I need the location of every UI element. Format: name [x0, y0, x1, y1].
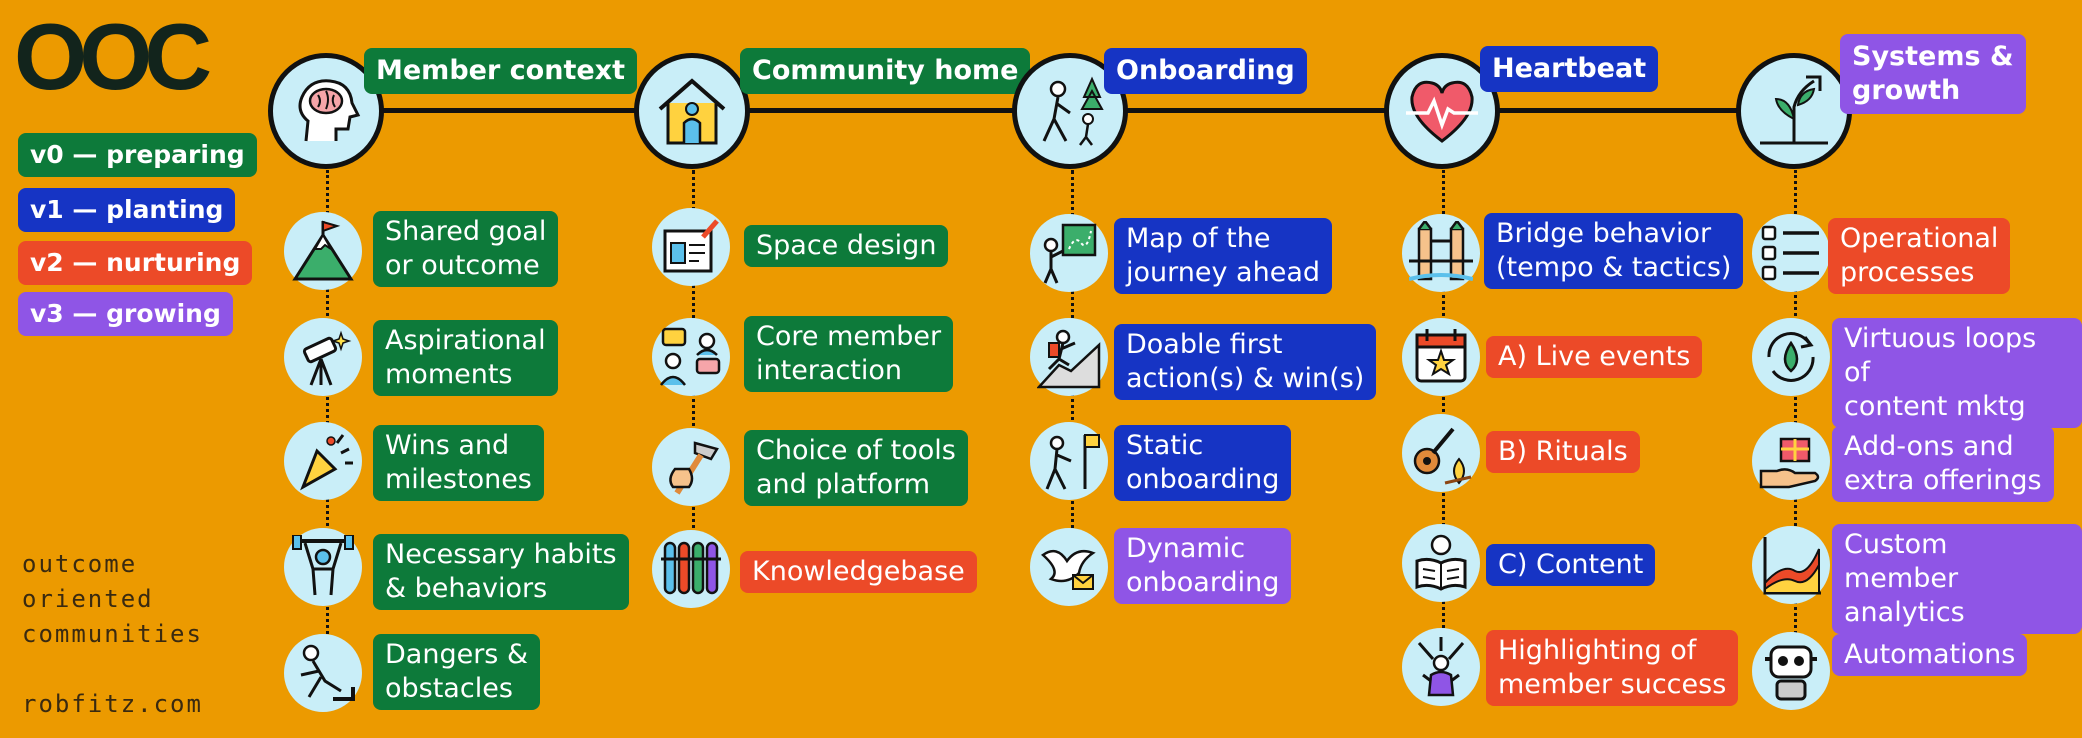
- test-tubes-icon: [661, 541, 721, 595]
- spotlight-person-icon: [1417, 637, 1465, 697]
- robot-icon: [1765, 645, 1817, 701]
- node-icon-2-0: [1030, 214, 1108, 292]
- area-chart-icon: [1763, 537, 1821, 595]
- node-icon-0-2: [284, 422, 362, 500]
- calendar-star-icon: [1415, 329, 1467, 383]
- dove-letter-icon: [1040, 549, 1096, 590]
- node-icon-4-2: [1752, 422, 1830, 500]
- node-label-1-2: Choice of tools and platform: [744, 430, 968, 506]
- node-label-0-3: Necessary habits & behaviors: [373, 534, 629, 610]
- node-label-0-2: Wins and milestones: [373, 425, 544, 501]
- node-label-2-2: Static onboarding: [1114, 425, 1292, 501]
- mountain-flag-icon: [292, 220, 354, 281]
- node-label-1-0: Space design: [744, 225, 949, 267]
- node-icon-4-0: [1752, 214, 1830, 292]
- legend-v3: v3 — growing: [18, 292, 233, 336]
- guitar-campfire-icon: [1413, 427, 1472, 485]
- chat-people-icon: [660, 327, 721, 386]
- hub-community-home: [634, 53, 750, 169]
- node-label-4-2: Add-ons and extra offerings: [1832, 426, 2054, 502]
- house-icon: [658, 78, 726, 145]
- legend-v2: v2 — nurturing: [18, 241, 253, 285]
- legend-v1: v1 — planting: [18, 188, 236, 232]
- node-icon-1-3: [652, 530, 730, 608]
- node-icon-3-4: [1402, 628, 1480, 706]
- node-icon-3-2: [1402, 414, 1480, 492]
- node-icon-4-1: [1752, 318, 1830, 396]
- checklist-icon: [1761, 225, 1819, 281]
- node-icon-2-3: [1030, 528, 1108, 606]
- node-label-2-0: Map of the journey ahead: [1114, 218, 1332, 294]
- ooc-logo: OOC: [14, 4, 212, 109]
- column-title-systems-growth: Systems & growth: [1840, 34, 2026, 114]
- node-label-4-0: Operational processes: [1828, 218, 2011, 294]
- node-icon-3-3: [1402, 524, 1480, 602]
- bridge-icon: [1409, 221, 1473, 281]
- tagline-line-2: oriented: [22, 585, 154, 613]
- node-label-2-3: Dynamic onboarding: [1114, 528, 1292, 604]
- node-label-4-3: Custom member analytics: [1832, 524, 2082, 634]
- column-title-community-home: Community home: [740, 48, 1031, 94]
- node-label-3-4: Highlighting of member success: [1486, 630, 1739, 706]
- legend-v0: v0 — preparing: [18, 133, 257, 177]
- hammer-hand-icon: [669, 441, 719, 495]
- map-person-icon: [1043, 223, 1097, 284]
- node-icon-3-0: [1402, 214, 1480, 292]
- column-title-member-context: Member context: [364, 48, 637, 94]
- column-title-heartbeat: Heartbeat: [1480, 46, 1659, 92]
- node-icon-1-2: [652, 428, 730, 506]
- site-url: robfitz.com: [22, 690, 203, 718]
- node-label-4-4: Automations: [1832, 634, 2028, 676]
- party-popper-icon: [300, 434, 353, 491]
- node-label-3-0: Bridge behavior (tempo & tactics): [1484, 213, 1744, 289]
- weightlifter-icon: [292, 535, 354, 596]
- node-label-0-0: Shared goal or outcome: [373, 211, 559, 287]
- brain-head-icon: [298, 79, 361, 142]
- node-icon-2-1: [1030, 318, 1108, 396]
- node-label-0-1: Aspirational moments: [373, 320, 558, 396]
- node-label-1-1: Core member interaction: [744, 316, 954, 392]
- node-icon-2-2: [1030, 422, 1108, 500]
- tagline-line-3: communities: [22, 620, 203, 648]
- node-label-1-3: Knowledgebase: [740, 551, 977, 593]
- node-label-3-3: C) Content: [1486, 544, 1656, 586]
- node-icon-4-4: [1752, 632, 1830, 710]
- node-icon-4-3: [1752, 526, 1830, 604]
- hikers-icon: [1042, 76, 1104, 146]
- node-label-0-4: Dangers & obstacles: [373, 634, 541, 710]
- reader-icon: [1415, 534, 1467, 591]
- leaf-cycle-icon: [1767, 332, 1815, 382]
- heart-pulse-icon: [1406, 80, 1478, 143]
- hub-systems-growth: [1736, 53, 1852, 169]
- node-icon-1-1: [652, 318, 730, 396]
- node-label-4-1: Virtuous loops of content mktg: [1832, 318, 2082, 428]
- column-connector: [326, 170, 329, 670]
- tagline-line-1: outcome: [22, 550, 138, 578]
- node-icon-1-0: [652, 208, 730, 286]
- falling-person-icon: [300, 644, 355, 701]
- column-connector: [1794, 170, 1797, 670]
- node-label-3-1: A) Live events: [1486, 336, 1703, 378]
- growth-plant-icon: [1760, 75, 1828, 145]
- node-icon-3-1: [1402, 318, 1480, 396]
- gift-hand-icon: [1759, 437, 1820, 489]
- climber-icon: [1037, 329, 1101, 389]
- node-icon-0-0: [284, 212, 362, 290]
- node-icon-0-1: [284, 318, 362, 396]
- node-icon-0-3: [284, 528, 362, 606]
- telescope-icon: [302, 330, 352, 386]
- node-label-2-1: Doable first action(s) & win(s): [1114, 324, 1377, 400]
- node-icon-0-4: [284, 634, 362, 712]
- hiker-flag-icon: [1045, 434, 1100, 490]
- blueprint-icon: [663, 219, 719, 273]
- node-label-3-2: B) Rituals: [1486, 431, 1640, 473]
- column-title-onboarding: Onboarding: [1104, 48, 1307, 94]
